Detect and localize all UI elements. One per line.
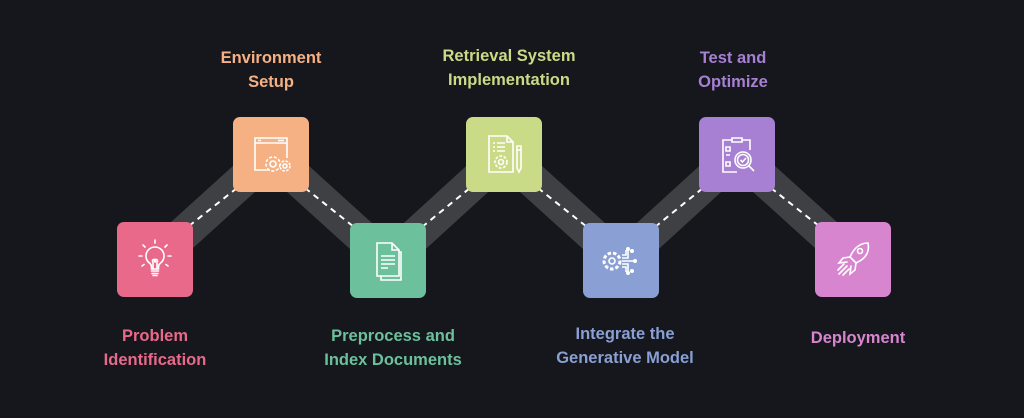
step-test-optimize-box [699,117,775,192]
step-retrieval-system-label: Retrieval System Implementation [442,47,576,89]
step-environment-setup-box [233,117,309,192]
step-problem-identification-box [117,222,193,297]
step-preprocess-index-label: Preprocess and Index Documents [324,327,462,369]
lightbulb-icon [138,238,172,276]
clipboard-magnifier-icon [722,136,755,173]
step-preprocess-index-box [350,223,426,298]
document-gear-pencil-icon [488,134,522,174]
step-integrate-model-box [583,223,659,298]
step-deployment-box [815,222,891,297]
step-retrieval-system-box [466,117,542,192]
step-deployment-label: Deployment [810,329,906,347]
gear-circuit-icon [602,246,637,275]
step-test-optimize-label: Test and Optimize [698,49,768,91]
rocket-icon [837,241,870,276]
step-problem-identification-label: Problem Identification [103,327,207,369]
browser-gears-icon [254,136,291,172]
documents-icon [376,241,402,281]
step-environment-setup-label: Environment Setup [220,49,322,91]
step-integrate-model-label: Integrate the Generative Model [556,325,694,367]
